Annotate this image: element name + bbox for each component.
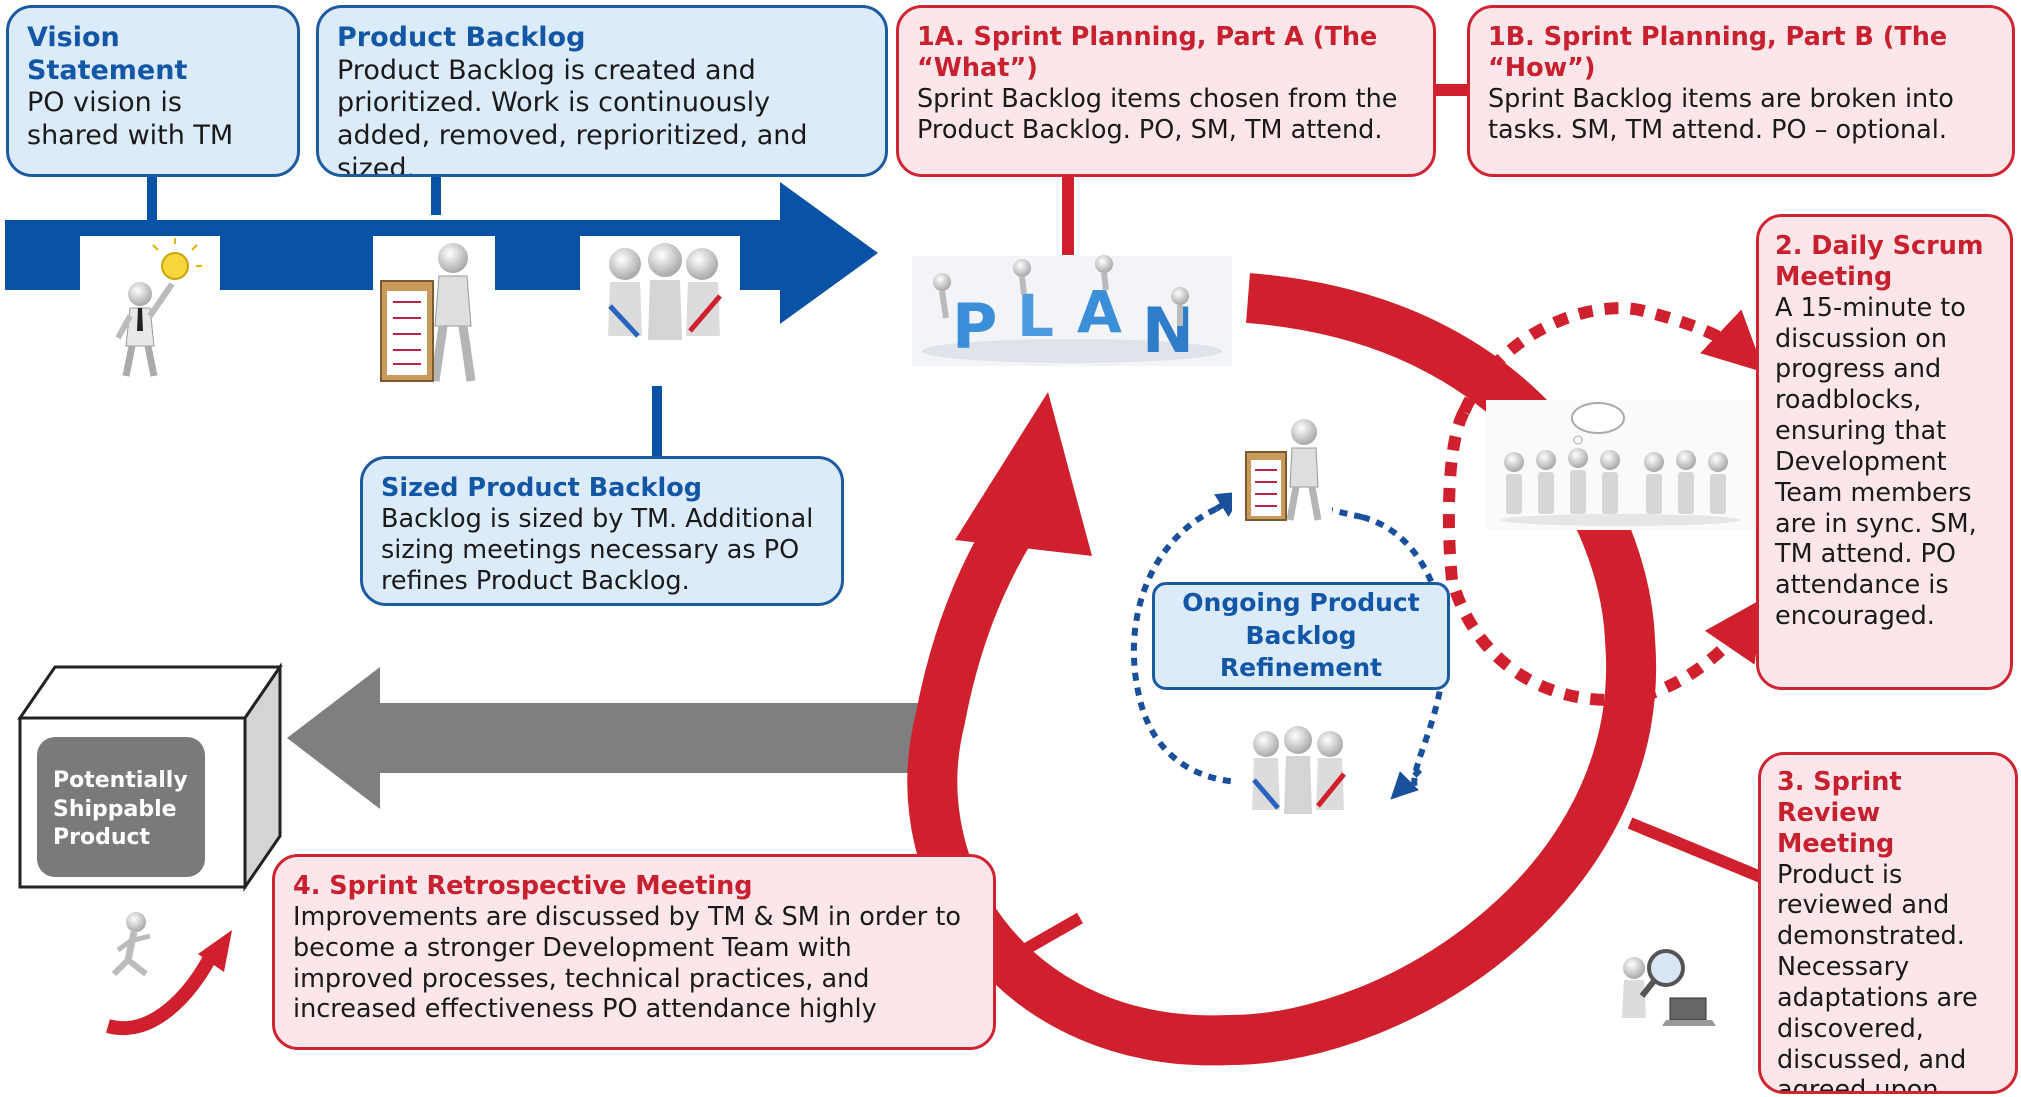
retrospective-title: 4. Sprint Retrospective Meeting [293,871,753,901]
refinement-team-icon [1232,722,1362,820]
sprint-review-box: 3. Sprint Review Meeting Product is revi… [1758,752,2018,1094]
plan-letter-p: P [952,290,997,363]
daily-scrum-title: 2. Daily Scrum Meeting [1775,231,1984,292]
idea-person-icon [80,236,220,391]
vision-statement-title: Vision Statement [27,22,188,86]
daily-scrum-box: 2. Daily Scrum Meeting A 15-minute to di… [1756,214,2013,690]
vision-statement-box: Vision Statement PO vision is shared wit… [6,5,300,177]
sprint-planning-b-box: 1B. Sprint Planning, Part B (The “How”) … [1467,5,2015,177]
team-tools-icon [580,236,740,346]
cycle-arrowhead [955,392,1092,556]
daily-scrum-text: A 15-minute to discussion on progress an… [1775,292,1977,632]
clipboard-person-icon [373,236,495,388]
sprint-planning-b-title: 1B. Sprint Planning, Part B (The “How”) [1488,22,1948,83]
potentially-shippable-product-label: Potentially Shippable Product [37,737,205,877]
sprint-planning-b-text: Sprint Backlog items are broken into tas… [1488,83,1954,145]
sprint-planning-a-text: Sprint Backlog items chosen from the Pro… [917,83,1398,145]
product-backlog-box: Product Backlog Product Backlog is creat… [316,5,888,177]
delivery-arrow [287,667,922,809]
plan-letter-n: N [1142,294,1194,367]
sized-backlog-text: Backlog is sized by TM. Additional sizin… [381,503,814,596]
sized-backlog-title: Sized Product Backlog [381,473,702,503]
runner-arrow-icon [90,908,240,1046]
plan-letter-a: A [1077,278,1122,346]
product-backlog-text: Product Backlog is created and prioritiz… [337,54,808,177]
sized-backlog-box: Sized Product Backlog Backlog is sized b… [360,456,844,606]
refinement-loop [1130,491,1448,800]
magnifier-laptop-icon [1604,938,1716,1033]
ongoing-refinement-label: Ongoing Product Backlog Refinement [1152,582,1450,690]
sprint-planning-a-box: 1A. Sprint Planning, Part A (The “What”)… [896,5,1436,177]
refinement-clipboard-icon [1232,412,1332,524]
plan-letters-icon: P L A N [912,255,1232,367]
daily-scrum-loop [1442,302,1765,707]
sprint-review-text: Product is reviewed and demonstrated. Ne… [1777,859,1978,1094]
vision-statement-text: PO vision is shared with TM [27,87,234,151]
retrospective-box: 4. Sprint Retrospective Meeting Improvem… [272,854,996,1050]
product-backlog-title: Product Backlog [337,22,586,53]
sprint-planning-a-title: 1A. Sprint Planning, Part A (The “What”) [917,22,1378,83]
retrospective-text: Improvements are discussed by TM & SM in… [293,901,961,1025]
meeting-group-icon [1486,400,1756,530]
sprint-review-title: 3. Sprint Review Meeting [1777,767,1902,859]
